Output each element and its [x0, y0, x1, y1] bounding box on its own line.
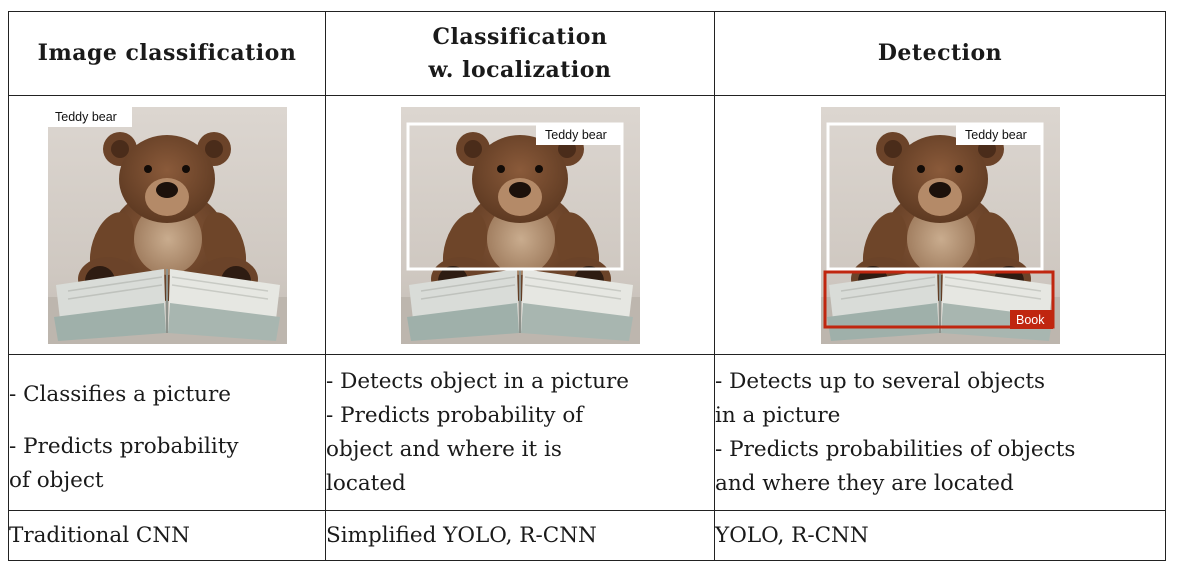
- comparison-table: Image classification Classification w. l…: [8, 11, 1166, 561]
- header-classification-localization: Classification w. localization: [325, 11, 715, 96]
- description-line: - Predicts probabilities of objects: [715, 436, 1076, 462]
- description-line: - Predicts probability of: [326, 402, 584, 428]
- description-line: of object: [9, 468, 104, 493]
- image-cell-detection: Teddy bear Book: [714, 95, 1166, 355]
- model-row: Traditional CNN Simplified YOLO, R-CNN Y…: [8, 510, 1166, 561]
- header-line: Classification: [432, 23, 608, 50]
- description-line: in a picture: [715, 402, 841, 428]
- model-detection: YOLO, R-CNN: [714, 510, 1166, 561]
- image-cell-localization: Teddy bear: [325, 95, 715, 355]
- header-detection: Detection: [714, 11, 1166, 96]
- teddy-bear-label: Teddy bear: [965, 128, 1027, 142]
- teddy-bear-bounding-box: [406, 122, 623, 270]
- description-line: - Detects up to several objects: [715, 368, 1046, 394]
- description-line: - Detects object in a picture: [326, 368, 629, 394]
- teddy-bear-image: Teddy bear: [47, 106, 287, 344]
- description-line: - Predicts probability: [9, 434, 239, 459]
- teddy-bear-label: Teddy bear: [545, 128, 607, 142]
- book-label: Book: [1016, 313, 1045, 327]
- teddy-bear-label: Teddy bear: [55, 110, 117, 124]
- description-classification: - Classifies a picture - Predicts probab…: [8, 354, 326, 511]
- description-detection: - Detects up to several objects in a pic…: [714, 354, 1166, 511]
- header-line: Detection: [877, 40, 1003, 66]
- header-image-classification: Image classification: [8, 11, 326, 96]
- model-classification: Traditional CNN: [8, 510, 326, 561]
- description-localization: - Detects object in a picture - Predicts…: [325, 354, 715, 511]
- model-localization: Simplified YOLO, R-CNN: [325, 510, 715, 561]
- header-line: Image classification: [37, 40, 297, 66]
- teddy-bear-bounding-box: [826, 122, 1043, 270]
- teddy-bear-image: Teddy bear: [400, 106, 640, 344]
- description-line: object and where it is: [326, 436, 562, 462]
- description-line: located: [326, 470, 406, 496]
- header-line: w. localization: [428, 56, 612, 83]
- description-row: - Classifies a picture - Predicts probab…: [8, 354, 1166, 511]
- description-line: and where they are located: [715, 470, 1014, 496]
- image-row: Teddy bear Teddy bear Teddy be: [8, 95, 1166, 355]
- header-row: Image classification Classification w. l…: [8, 11, 1166, 96]
- image-cell-classification: Teddy bear: [8, 95, 326, 355]
- book-bounding-box: [823, 270, 1054, 328]
- teddy-bear-book-image: Teddy bear Book: [820, 106, 1060, 344]
- description-line: - Classifies a picture: [9, 382, 231, 407]
